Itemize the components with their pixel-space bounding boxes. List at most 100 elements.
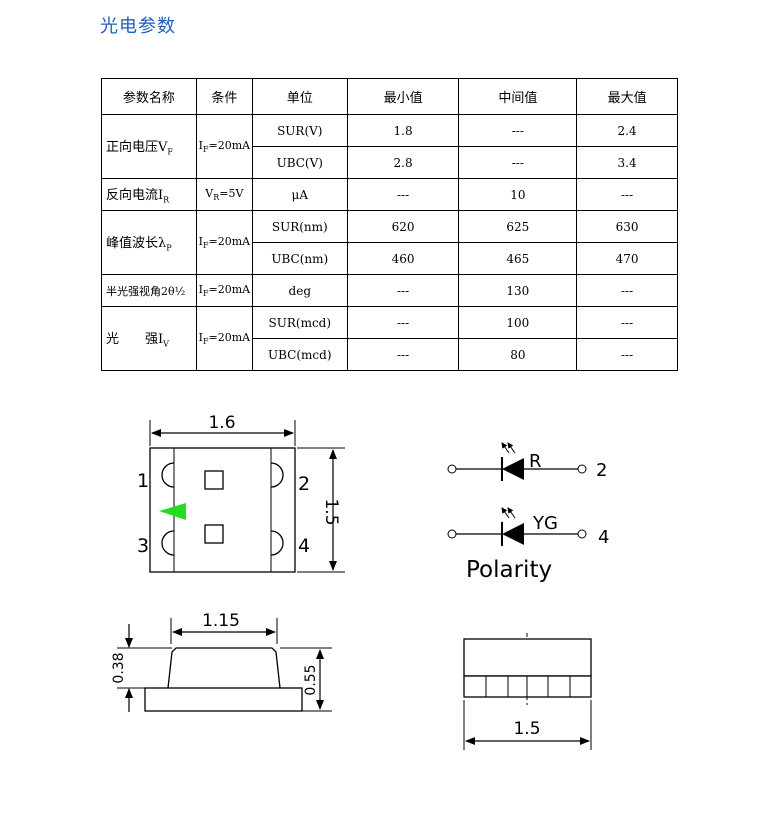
condition-symbol: I: [198, 138, 203, 152]
max-cell: 2.4: [576, 114, 678, 147]
table-row: 半光强视角2θ½ IF=20mA deg --- 130 ---: [101, 274, 678, 307]
condition-value: =20mA: [208, 330, 251, 344]
condition: IF=20mA: [195, 210, 253, 275]
param-name: 反向电流IR: [101, 178, 197, 211]
min-cell: ---: [346, 306, 460, 339]
table-header-row: 参数名称 条件 单位 最小值 中间值 最大值: [101, 78, 678, 115]
param-label: 光 强: [106, 332, 159, 348]
param-symbol-sub: R: [163, 195, 170, 205]
min-cell: ---: [346, 274, 460, 307]
pin-1-label: 1: [137, 470, 149, 492]
lens-outline: [167, 647, 281, 689]
max-cell: ---: [576, 274, 678, 307]
cathode-mark-icon: [159, 503, 186, 520]
diode-symbol-icon: [502, 523, 524, 545]
param-symbol: λ: [158, 236, 167, 252]
max-cell: ---: [576, 338, 678, 371]
typ-cell: 80: [458, 338, 578, 371]
top-view-drawing: 1.6 1 2 3 4 1.5: [137, 413, 345, 573]
polarity-label: Polarity: [466, 557, 552, 583]
param-symbol: V: [158, 140, 168, 156]
condition-symbol: I: [198, 282, 203, 296]
condition-value: =20mA: [208, 234, 251, 248]
typ-cell: 10: [458, 178, 578, 211]
unit-cell: SUR(nm): [251, 210, 348, 243]
param-symbol-sub: V: [163, 339, 169, 349]
pin-4-label: 4: [298, 535, 310, 557]
optoelectronic-parameters-table: 参数名称 条件 单位 最小值 中间值 最大值 正向电压VF IF=20mA SU…: [101, 78, 678, 371]
param-name: 半光强视角2θ½: [101, 274, 197, 307]
page-title: 光电参数: [100, 16, 176, 37]
chip-square: [204, 470, 224, 490]
led2-name: YG: [532, 513, 558, 534]
param-symbol: I: [158, 188, 164, 204]
table-row: UBC(V) 2.8 --- 3.4: [102, 146, 678, 179]
condition-sub: F: [202, 145, 209, 155]
param-name: 光 强IV: [101, 306, 197, 371]
unit-cell: μA: [251, 178, 348, 211]
pin-2-label: 2: [298, 473, 310, 495]
header-min: 最小值: [346, 78, 460, 115]
pin-3-label: 3: [137, 535, 149, 557]
condition-value: =20mA: [208, 282, 251, 296]
param-name: 正向电压VF: [101, 114, 197, 179]
header-unit: 单位: [251, 78, 348, 115]
max-cell: 3.4: [576, 146, 678, 179]
param-label: 反向电流: [106, 188, 159, 204]
condition-sub: R: [213, 193, 220, 203]
max-cell: ---: [576, 178, 678, 211]
unit-cell: SUR(mcd): [251, 306, 348, 339]
header-param-name: 参数名称: [101, 78, 197, 115]
header-typ: 中间值: [458, 78, 578, 115]
end-view-drawing: 1.5: [463, 633, 592, 750]
diode-symbol-icon: [502, 458, 524, 480]
min-cell: 460: [346, 242, 460, 275]
min-cell: ---: [346, 338, 460, 371]
top-height-dim: 1.5: [321, 498, 341, 525]
param-symbol: I: [158, 332, 164, 348]
base-outline: [144, 687, 303, 712]
led1-pin: 2: [596, 460, 607, 481]
table-row: 峰值波长λP IF=20mA SUR(nm) 620 625 630: [101, 210, 678, 275]
unit-cell: UBC(nm): [251, 242, 348, 275]
typ-cell: ---: [458, 114, 578, 147]
side-view-drawing: 1.15 0.38 0.55: [111, 611, 332, 712]
min-cell: 620: [346, 210, 460, 243]
table-row: 光 强IV IF=20mA SUR(mcd) --- 100 ---: [101, 306, 678, 371]
condition-sub: F: [202, 241, 209, 251]
condition-value: =20mA: [208, 138, 251, 152]
param-symbol-sub: P: [166, 243, 172, 253]
condition-symbol: V: [205, 186, 214, 200]
unit-cell: UBC(mcd): [251, 338, 348, 371]
end-width-dim: 1.5: [513, 719, 540, 739]
param-label: 正向电压: [106, 140, 159, 156]
condition: VR=5V: [195, 178, 253, 211]
param-label: 半光强视角2θ½: [106, 284, 186, 298]
unit-cell: UBC(V): [251, 146, 348, 179]
param-symbol-sub: F: [167, 147, 173, 157]
condition: IF=20mA: [195, 306, 253, 371]
condition: IF=20mA: [195, 114, 253, 179]
param-label: 峰值波长: [106, 236, 159, 252]
top-width-dim: 1.6: [208, 413, 235, 433]
header-condition: 条件: [195, 78, 253, 115]
unit-cell: SUR(V): [251, 114, 348, 147]
polarity-diagram: R 2 YG 4 Polarity: [447, 442, 609, 583]
condition-sub: F: [202, 337, 209, 347]
param-name: 峰值波长λP: [101, 210, 197, 275]
max-cell: ---: [576, 306, 678, 339]
condition-symbol: I: [198, 330, 203, 344]
min-cell: 1.8: [346, 114, 460, 147]
unit-cell: deg: [251, 274, 348, 307]
condition-value: =5V: [219, 186, 244, 200]
table-row: 正向电压VF IF=20mA SUR(V) 1.8 --- 2.4: [101, 114, 678, 179]
condition-symbol: I: [198, 234, 203, 248]
condition-sub: F: [202, 289, 209, 299]
side-total-height-dim: 0.55: [303, 664, 319, 695]
side-lens-dim: 1.15: [202, 611, 240, 631]
side-lens-height-dim: 0.38: [111, 652, 127, 683]
led2-pin: 4: [598, 527, 609, 548]
led1-name: R: [529, 451, 542, 472]
table-row: UBC(mcd) --- 80 ---: [102, 338, 678, 371]
